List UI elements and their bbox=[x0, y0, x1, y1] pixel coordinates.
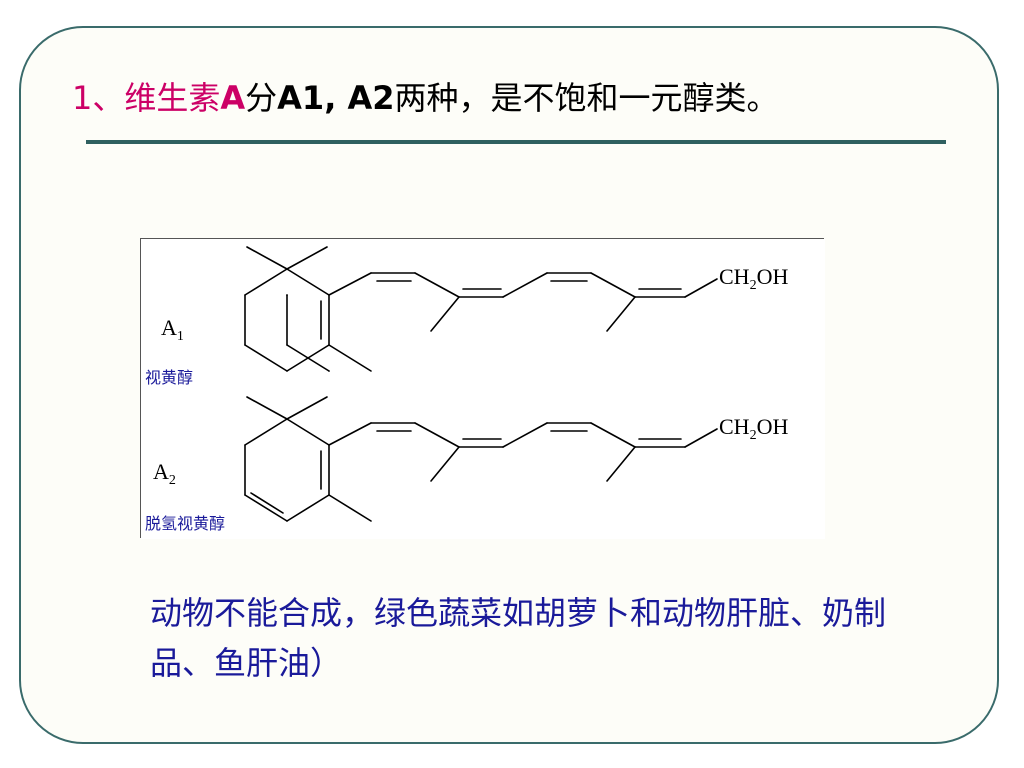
title-vitamin-letter: A bbox=[220, 79, 246, 117]
a2-label: A2 bbox=[153, 459, 176, 488]
structure-figure: CH2OH CH2OH A1 视黄醇 A2 脱氢视黄醇 bbox=[140, 238, 825, 539]
title-underline bbox=[86, 140, 946, 144]
a2-ch2oh-label: CH2OH bbox=[719, 414, 788, 443]
a2-name: 脱氢视黄醇 bbox=[145, 514, 225, 533]
title-vitamin-prefix: 、维生素 bbox=[92, 79, 221, 117]
a1-name: 视黄醇 bbox=[145, 368, 193, 387]
title-number: 1 bbox=[72, 79, 93, 117]
a1-ch2oh-label: CH2OH bbox=[719, 264, 788, 293]
title-types: A1, A2 bbox=[277, 79, 395, 117]
a1-label: A1 bbox=[161, 315, 184, 344]
title-fen: 分 bbox=[245, 79, 278, 117]
title-rest: 两种，是不饱和一元醇类。 bbox=[394, 79, 779, 117]
structure-diagram-main: CH2OH CH2OH A1 视黄醇 A2 脱氢视黄醇 bbox=[141, 239, 825, 539]
body-paragraph: 动物不能合成，绿色蔬菜如胡萝卜和动物肝脏、奶制品、鱼肝油） bbox=[150, 594, 887, 682]
slide-title: 1、维生素A分A1, A2两种，是不饱和一元醇类。 bbox=[72, 74, 779, 122]
